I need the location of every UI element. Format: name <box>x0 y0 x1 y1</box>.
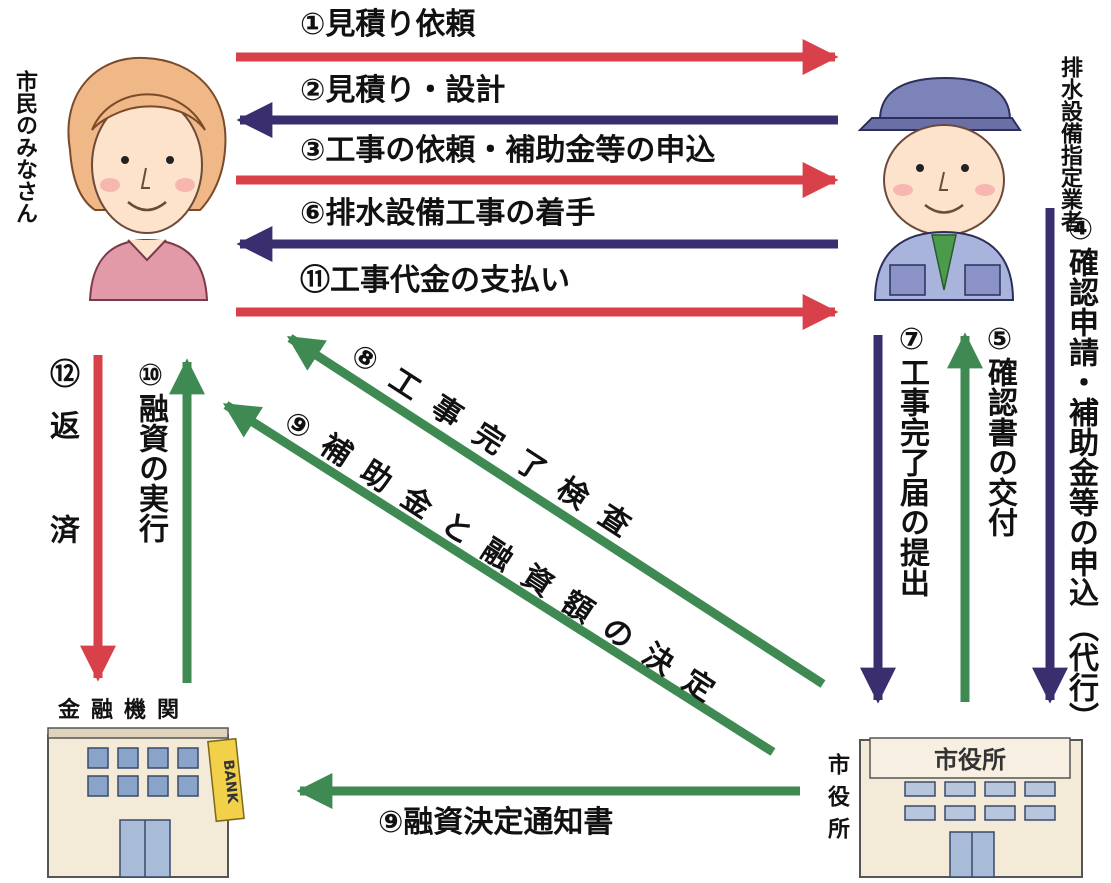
step-5-label: ⑤確認書の交付 <box>982 322 1017 537</box>
step-9-notice-label: ⑨融資決定通知書 <box>378 805 614 840</box>
citizen-illustration <box>67 56 227 301</box>
bank-sign-text: BANK <box>220 759 241 806</box>
step-11-label: ⑪工事代金の支払い <box>300 263 570 298</box>
citizen-label: 市民のみなさん <box>12 70 37 224</box>
step-1-label: ①見積り依頼 <box>300 7 476 42</box>
step-3-label: ③工事の依頼・補助金等の申込 <box>300 133 716 168</box>
city-hall-building <box>859 737 1083 878</box>
city-hall-label: 市役所 <box>824 753 849 849</box>
step-10-label: ⑩融資の実行 <box>133 358 168 543</box>
contractor-label: 排水設備指定業者 <box>1056 26 1082 232</box>
contractor-illustration <box>857 76 1022 301</box>
step-2-label: ②見積り・設計 <box>300 73 506 108</box>
step-7-label: ⑦工事完了届の提出 <box>894 322 929 597</box>
arrow-9-subsidy-loan-decision <box>222 401 776 756</box>
contractor-label-text: 排水設備指定業者 <box>1057 56 1082 232</box>
bank-building <box>47 727 245 878</box>
step-4-note: （代行） <box>1063 612 1098 732</box>
arrow-8-inspection <box>286 334 826 688</box>
step-12-label: ⑫返 済 <box>44 358 79 566</box>
city-hall-sign-text: 市役所 <box>934 746 1006 774</box>
bank-label: 金融機関 <box>58 698 191 723</box>
step-6-label: ⑥排水設備工事の着手 <box>300 196 596 231</box>
step-4-label: ④確認申請・補助金等の申込 <box>1063 212 1098 607</box>
